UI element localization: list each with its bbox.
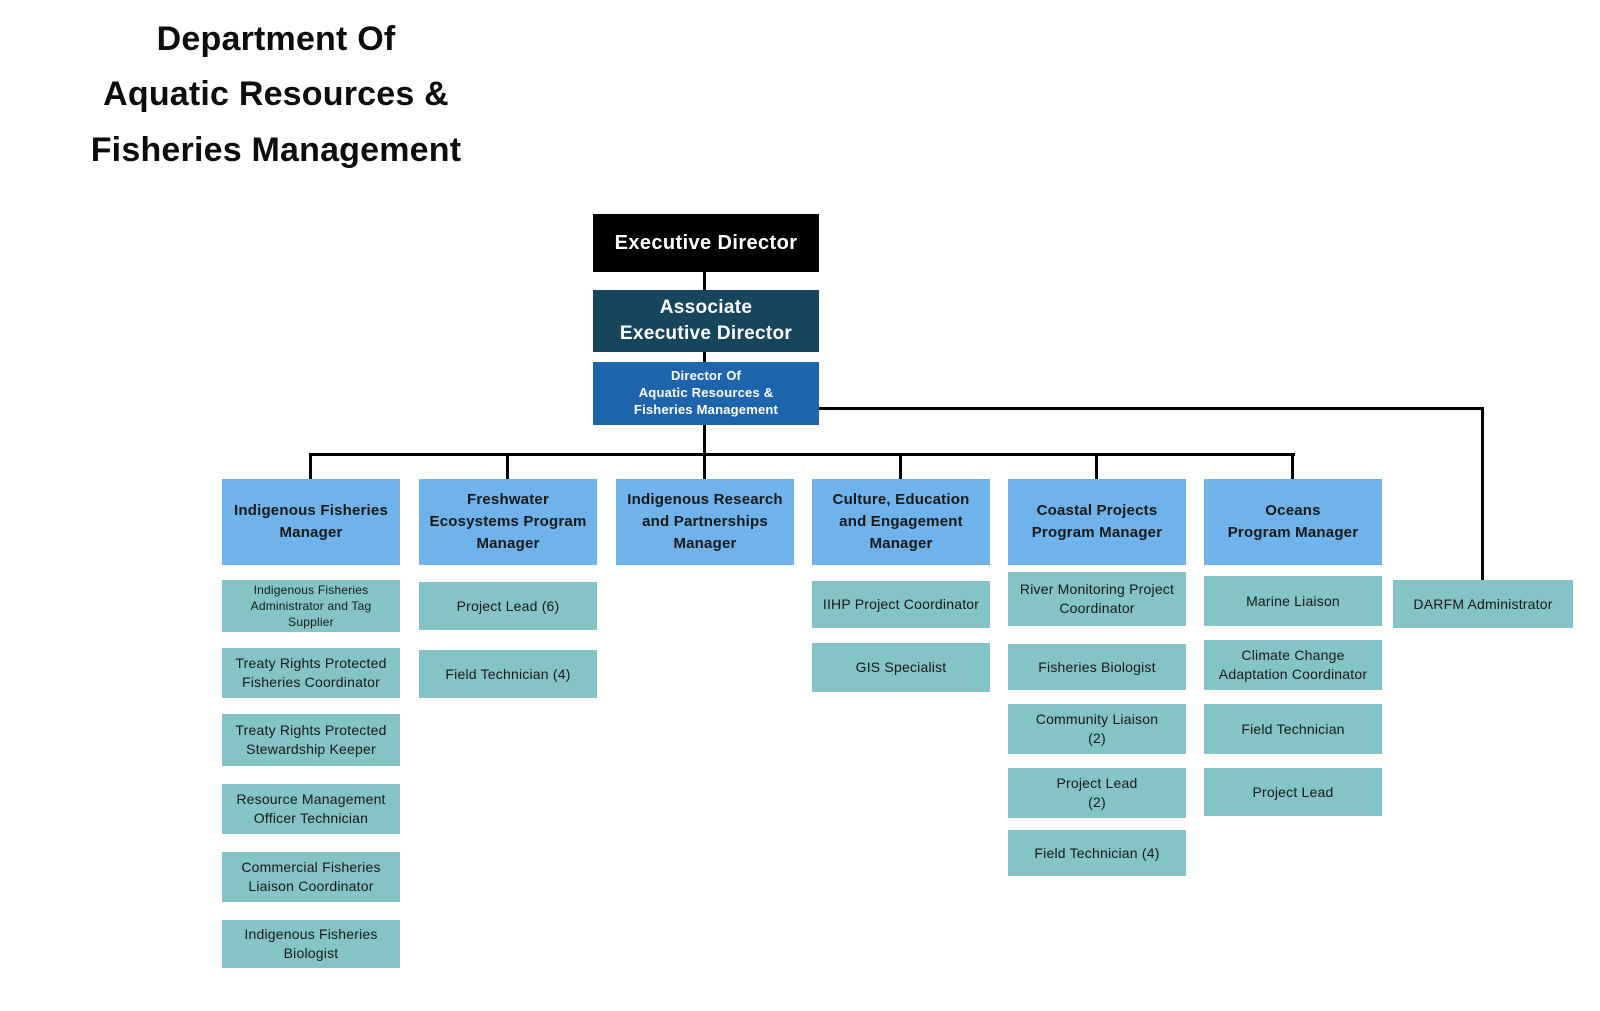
node-staff: IIHP Project Coordinator bbox=[812, 581, 990, 628]
node-staff: River Monitoring Project Coordinator bbox=[1008, 572, 1186, 626]
node-staff: Commercial Fisheries Liaison Coordinator bbox=[222, 852, 400, 902]
connector-stub-col6 bbox=[1291, 453, 1294, 480]
node-manager-freshwater-ecosystems: Freshwater Ecosystems Program Manager bbox=[419, 479, 597, 565]
node-staff: Indigenous Fisheries Biologist bbox=[222, 920, 400, 968]
node-staff: Fisheries Biologist bbox=[1008, 644, 1186, 690]
node-manager-indigenous-research: Indigenous Research and Partnerships Man… bbox=[616, 479, 794, 565]
node-staff: Project Lead (6) bbox=[419, 582, 597, 630]
node-staff: Indigenous Fisheries Administrator and T… bbox=[222, 580, 400, 632]
connector-distribution-row bbox=[309, 453, 1295, 456]
connector-stub-col2 bbox=[506, 453, 509, 480]
node-staff: Community Liaison (2) bbox=[1008, 704, 1186, 754]
node-darfm-administrator: DARFM Administrator bbox=[1393, 580, 1573, 628]
node-staff: Marine Liaison bbox=[1204, 576, 1382, 626]
connector-stub-col5 bbox=[1095, 453, 1098, 480]
node-staff: Field Technician (4) bbox=[1008, 830, 1186, 876]
node-associate-executive-director: Associate Executive Director bbox=[593, 290, 819, 352]
node-manager-coastal-projects: Coastal Projects Program Manager bbox=[1008, 479, 1186, 565]
node-staff: Treaty Rights Protected Fisheries Coordi… bbox=[222, 648, 400, 698]
connector-administrator-vertical bbox=[1481, 407, 1484, 580]
connector-stub-col4 bbox=[899, 453, 902, 480]
node-manager-oceans: Oceans Program Manager bbox=[1204, 479, 1382, 565]
node-executive-director: Executive Director bbox=[593, 214, 819, 272]
node-manager-culture-education: Culture, Education and Engagement Manage… bbox=[812, 479, 990, 565]
node-manager-indigenous-fisheries: Indigenous Fisheries Manager bbox=[222, 479, 400, 565]
node-staff: Treaty Rights Protected Stewardship Keep… bbox=[222, 714, 400, 766]
connector-stub-col1 bbox=[309, 453, 312, 480]
node-staff: GIS Specialist bbox=[812, 643, 990, 692]
node-staff: Resource Management Officer Technician bbox=[222, 784, 400, 834]
node-staff: Field Technician bbox=[1204, 704, 1382, 754]
connector-administrator-horizontal bbox=[818, 407, 1484, 410]
node-director-darfm: Director Of Aquatic Resources & Fisherie… bbox=[593, 362, 819, 425]
node-staff: Field Technician (4) bbox=[419, 650, 597, 698]
node-staff: Project Lead bbox=[1204, 768, 1382, 816]
chart-title: Department Of Aquatic Resources & Fisher… bbox=[90, 20, 462, 169]
node-staff: Project Lead (2) bbox=[1008, 768, 1186, 818]
node-staff: Climate Change Adaptation Coordinator bbox=[1204, 640, 1382, 690]
